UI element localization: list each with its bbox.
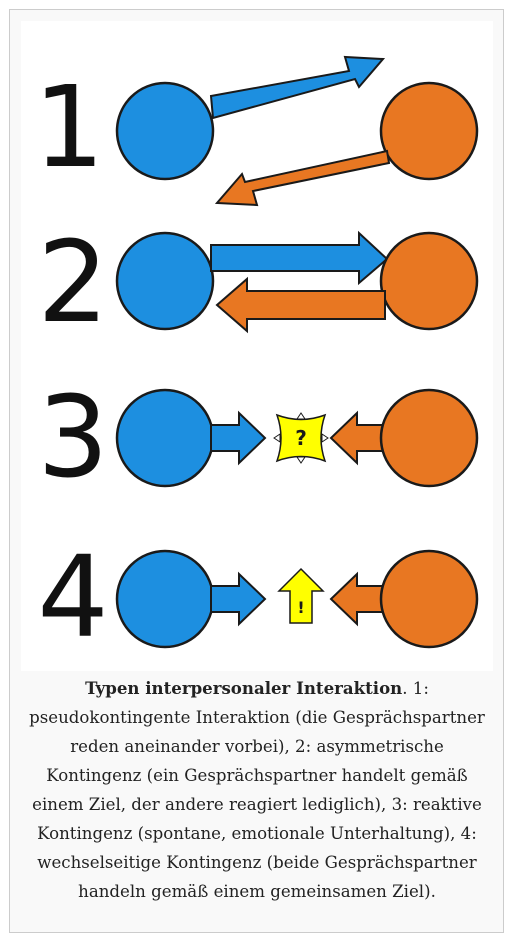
row-4: ! — [115, 549, 479, 649]
caption-text: . 1: pseudokontingente Interaktion (die … — [29, 679, 485, 901]
row-2-person-b — [379, 231, 479, 331]
question-mark: ? — [295, 426, 307, 450]
row-3-arrow-b — [329, 410, 386, 466]
row-3-arrow-a — [210, 410, 267, 466]
row-1-person-b — [379, 81, 479, 181]
row-3-person-a — [115, 388, 215, 488]
row-4-arrow-a — [210, 571, 267, 627]
row-2-number: 2 — [37, 218, 108, 348]
row-1-arrow-b — [214, 149, 391, 207]
row-1 — [115, 55, 479, 207]
diagram-svg: 1 2 3 4 — [33, 55, 479, 663]
row-2-arrow-a — [210, 230, 389, 286]
row-2-arrow-b — [215, 276, 386, 334]
row-4-person-b — [379, 549, 479, 649]
figure-caption: Typen interpersonaler Interaktion. 1: ps… — [22, 674, 492, 906]
row-1-arrow-a — [209, 55, 386, 120]
exclamation-mark: ! — [297, 598, 304, 617]
interaction-diagram: 1 2 3 4 — [21, 21, 493, 671]
question-symbol: ? — [273, 412, 329, 464]
row-4-arrow-b — [329, 571, 386, 627]
caption-title: Typen interpersonaler Interaktion — [85, 678, 403, 698]
row-2 — [115, 230, 479, 334]
row-3-person-b — [379, 388, 479, 488]
row-3: ? — [115, 388, 479, 488]
row-1-person-a — [115, 81, 215, 181]
exclamation-symbol: ! — [277, 567, 325, 624]
row-4-person-a — [115, 549, 215, 649]
row-1-number: 1 — [33, 63, 104, 193]
row-2-person-a — [115, 231, 215, 331]
row-4-number: 4 — [37, 533, 108, 663]
row-3-number: 3 — [37, 373, 108, 503]
